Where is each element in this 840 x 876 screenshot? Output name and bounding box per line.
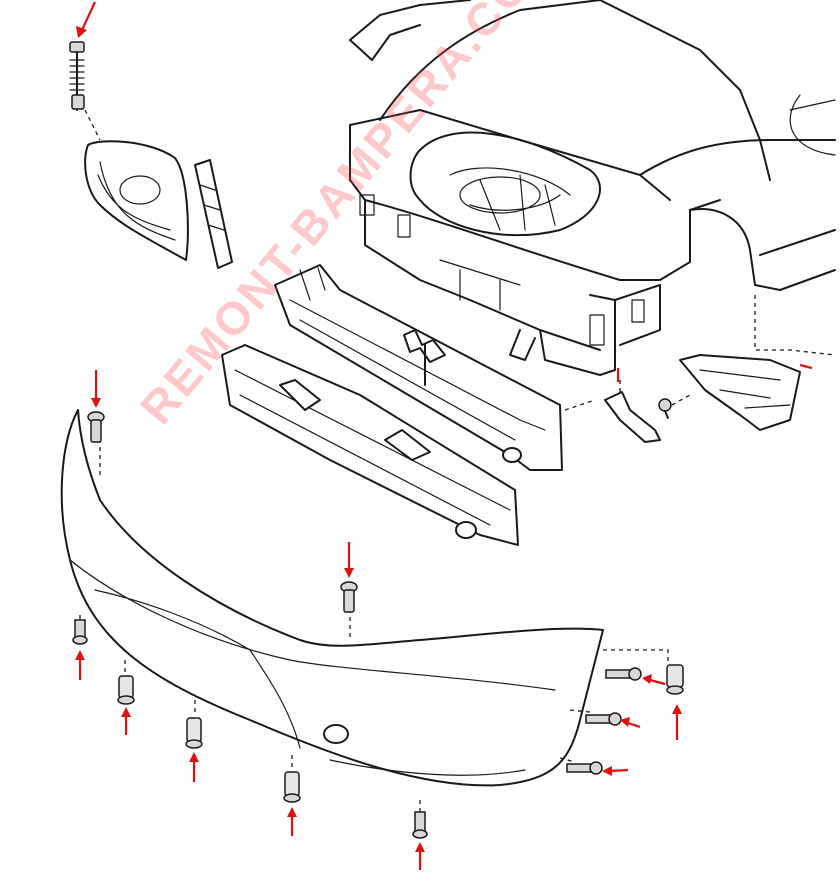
car-body-rear — [349, 0, 836, 376]
screw-right-2 — [585, 712, 622, 726]
arrow-screw-center — [344, 542, 354, 578]
bumper-reinforcement-beam — [274, 264, 563, 471]
arrow-clip-bottom-1 — [287, 807, 297, 836]
arrow-clip-left-2 — [121, 707, 131, 735]
arrow-top-lamp — [76, 1, 96, 38]
clip-right — [666, 664, 684, 695]
clip-bottom-1 — [283, 771, 301, 803]
arrow-screw-right-1 — [642, 674, 666, 686]
arrow-screw-bottom — [415, 842, 425, 870]
screw-right-3 — [566, 761, 603, 775]
screw-center — [340, 581, 358, 613]
clip-left-3 — [185, 717, 203, 749]
fasteners — [72, 411, 684, 839]
energy-absorber — [221, 344, 519, 546]
right-side-brackets — [564, 295, 836, 443]
screw-top-left — [87, 411, 105, 443]
arrow-fender-mount — [799, 363, 813, 370]
bumper-cover — [60, 409, 669, 812]
arrow-screw-right-3 — [602, 766, 629, 776]
arrow-clip-left-3 — [189, 752, 199, 782]
screw-right-1 — [605, 667, 642, 681]
arrow-clip-right — [672, 704, 682, 740]
arrow-clip-left-1 — [75, 650, 85, 680]
clip-left-1 — [72, 619, 88, 645]
arrow-screw-right-2 — [620, 717, 641, 729]
fastener-arrows — [75, 1, 813, 870]
side-lamp-assembly — [69, 41, 233, 269]
arrow-screw-top-left — [91, 370, 101, 408]
screw-bottom — [412, 811, 428, 839]
clip-left-2 — [117, 675, 135, 705]
